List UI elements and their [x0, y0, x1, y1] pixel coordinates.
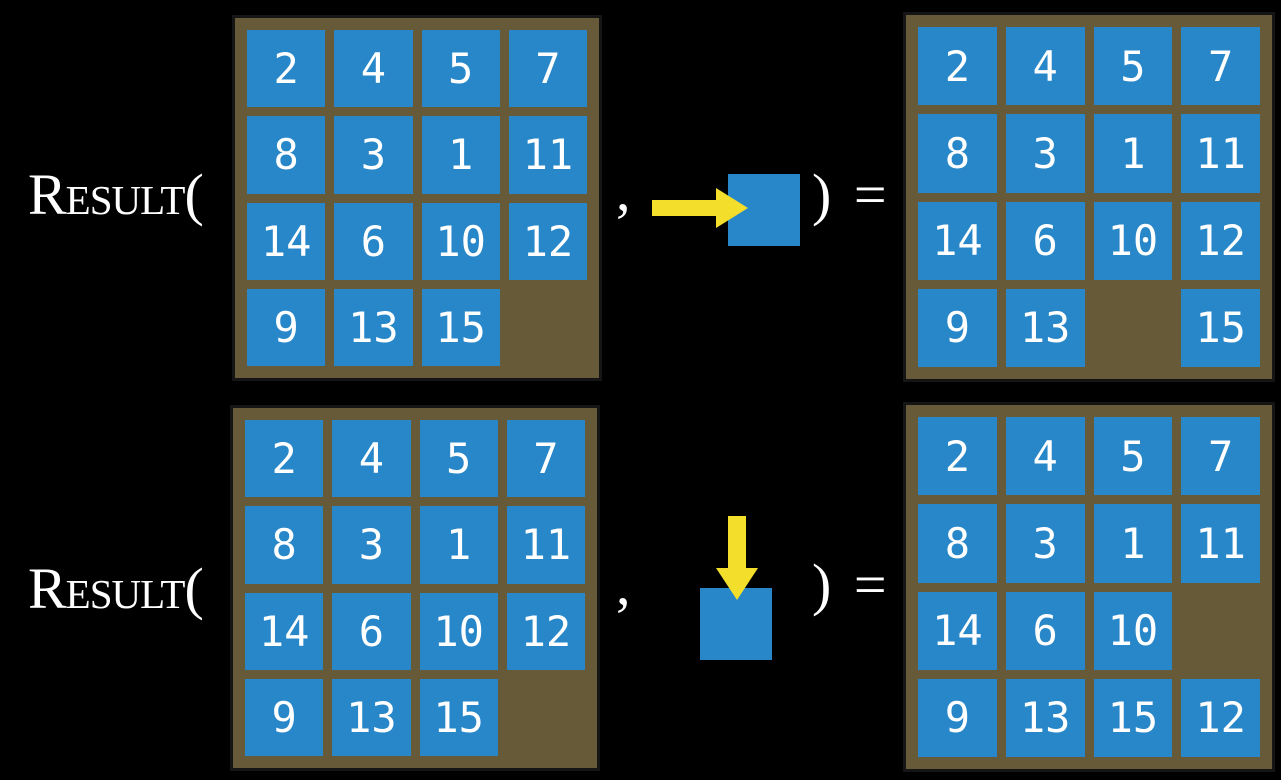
puzzle-tile: 12 [506, 592, 585, 670]
puzzle-tile: 8 [245, 506, 324, 584]
puzzle-tile: 7 [1181, 27, 1260, 106]
puzzle-tile: 3 [332, 506, 411, 584]
puzzle-tile: 15 [419, 678, 498, 756]
puzzle-tile: 12 [508, 202, 587, 280]
puzzle-tile: 4 [1005, 417, 1085, 496]
puzzle-tile: 2 [918, 417, 997, 496]
puzzle-tile: 6 [334, 202, 413, 280]
result-function-label: Result( [28, 162, 204, 227]
puzzle-tile: 2 [245, 420, 324, 498]
puzzle-tile: 9 [245, 678, 324, 756]
puzzle-tile: 5 [1093, 27, 1173, 106]
comma-separator: , [616, 158, 631, 223]
blank-tile-square [700, 588, 772, 660]
puzzle-tile: 13 [332, 678, 411, 756]
puzzle-tile: 3 [1005, 504, 1085, 583]
puzzle-tile: 9 [247, 288, 326, 366]
puzzle-tile: 11 [1181, 114, 1260, 193]
puzzle-tile: 10 [419, 592, 498, 670]
puzzle-tile: 9 [918, 288, 997, 367]
puzzle-tile: 7 [508, 30, 587, 108]
comma-separator: , [616, 552, 631, 617]
puzzle-tile: 1 [419, 506, 498, 584]
puzzle-tile: 6 [332, 592, 411, 670]
empty-cell [509, 289, 587, 366]
puzzle-tile: 15 [1181, 288, 1260, 367]
puzzle-tile: 15 [421, 288, 500, 366]
puzzle-tile: 14 [918, 201, 997, 280]
puzzle-tile: 8 [247, 116, 326, 194]
move-right-arrow-icon [652, 188, 748, 228]
puzzle-tile: 4 [1005, 27, 1085, 106]
puzzle-tile: 7 [506, 420, 585, 498]
puzzle-tile: 14 [247, 202, 326, 280]
puzzle-tile: 3 [334, 116, 413, 194]
puzzle-tile: 12 [1181, 201, 1260, 280]
puzzle-tile: 6 [1005, 201, 1085, 280]
result-function-label: Result( [28, 556, 204, 621]
puzzle-tile: 7 [1181, 417, 1260, 496]
puzzle-tile: 9 [918, 678, 997, 757]
puzzle-tile: 4 [332, 420, 411, 498]
puzzle-tile: 13 [1005, 288, 1085, 367]
close-paren-equals: ) = [812, 552, 887, 617]
puzzle-tile: 10 [1093, 591, 1173, 670]
puzzle-tile: 1 [421, 116, 500, 194]
puzzle-tile: 11 [506, 506, 585, 584]
puzzle-tile: 10 [421, 202, 500, 280]
puzzle-tile: 14 [918, 591, 997, 670]
puzzle-tile: 1 [1093, 114, 1173, 193]
puzzle-tile: 11 [508, 116, 587, 194]
puzzle-tile: 8 [918, 504, 997, 583]
puzzle-tile: 2 [247, 30, 326, 108]
puzzle-tile: 13 [334, 288, 413, 366]
puzzle-tile: 2 [918, 27, 997, 106]
puzzle-tile: 4 [334, 30, 413, 108]
puzzle-tile: 10 [1093, 201, 1173, 280]
empty-cell [1094, 289, 1173, 367]
puzzle-tile: 11 [1181, 504, 1260, 583]
empty-cell [1181, 592, 1260, 670]
move-down-arrow-icon [716, 516, 758, 600]
puzzle-tile: 5 [421, 30, 500, 108]
puzzle-tile: 12 [1181, 678, 1260, 757]
puzzle-tile: 15 [1093, 678, 1173, 757]
puzzle-tile: 3 [1005, 114, 1085, 193]
puzzle-tile: 5 [1093, 417, 1173, 496]
puzzle-tile: 1 [1093, 504, 1173, 583]
puzzle-tile: 6 [1005, 591, 1085, 670]
close-paren-equals: ) = [812, 162, 887, 227]
puzzle-tile: 14 [245, 592, 324, 670]
puzzle-tile: 5 [419, 420, 498, 498]
puzzle-tile: 8 [918, 114, 997, 193]
puzzle-tile: 13 [1005, 678, 1085, 757]
empty-cell [507, 679, 585, 756]
